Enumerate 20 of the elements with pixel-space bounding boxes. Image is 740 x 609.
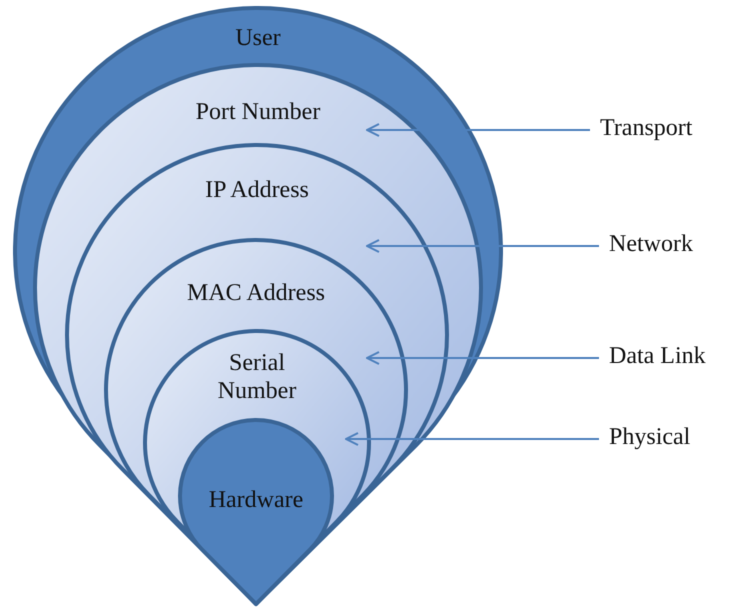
arrow (366, 123, 590, 137)
layer-name: Transport (600, 114, 692, 142)
teardrop-shape (145, 331, 369, 604)
layer-name: Data Link (609, 342, 706, 370)
teardrop-shape (35, 65, 481, 604)
teardrop-shape (106, 240, 406, 604)
layer-label: Port Number (194, 98, 322, 126)
arrow (366, 351, 599, 365)
teardrop-shape (180, 420, 332, 604)
layer-label: MAC Address (186, 279, 326, 307)
arrow (345, 432, 599, 446)
layer-label: Hardware (208, 486, 304, 514)
layer-label: User (234, 24, 282, 52)
teardrop-shape (15, 8, 501, 604)
teardrop-shape (67, 145, 447, 604)
arrow (366, 239, 599, 253)
layer-name: Network (609, 230, 693, 258)
layer-label: IP Address (204, 176, 310, 204)
layer-name: Physical (609, 423, 690, 451)
layer-label: Serial Number (216, 349, 298, 405)
